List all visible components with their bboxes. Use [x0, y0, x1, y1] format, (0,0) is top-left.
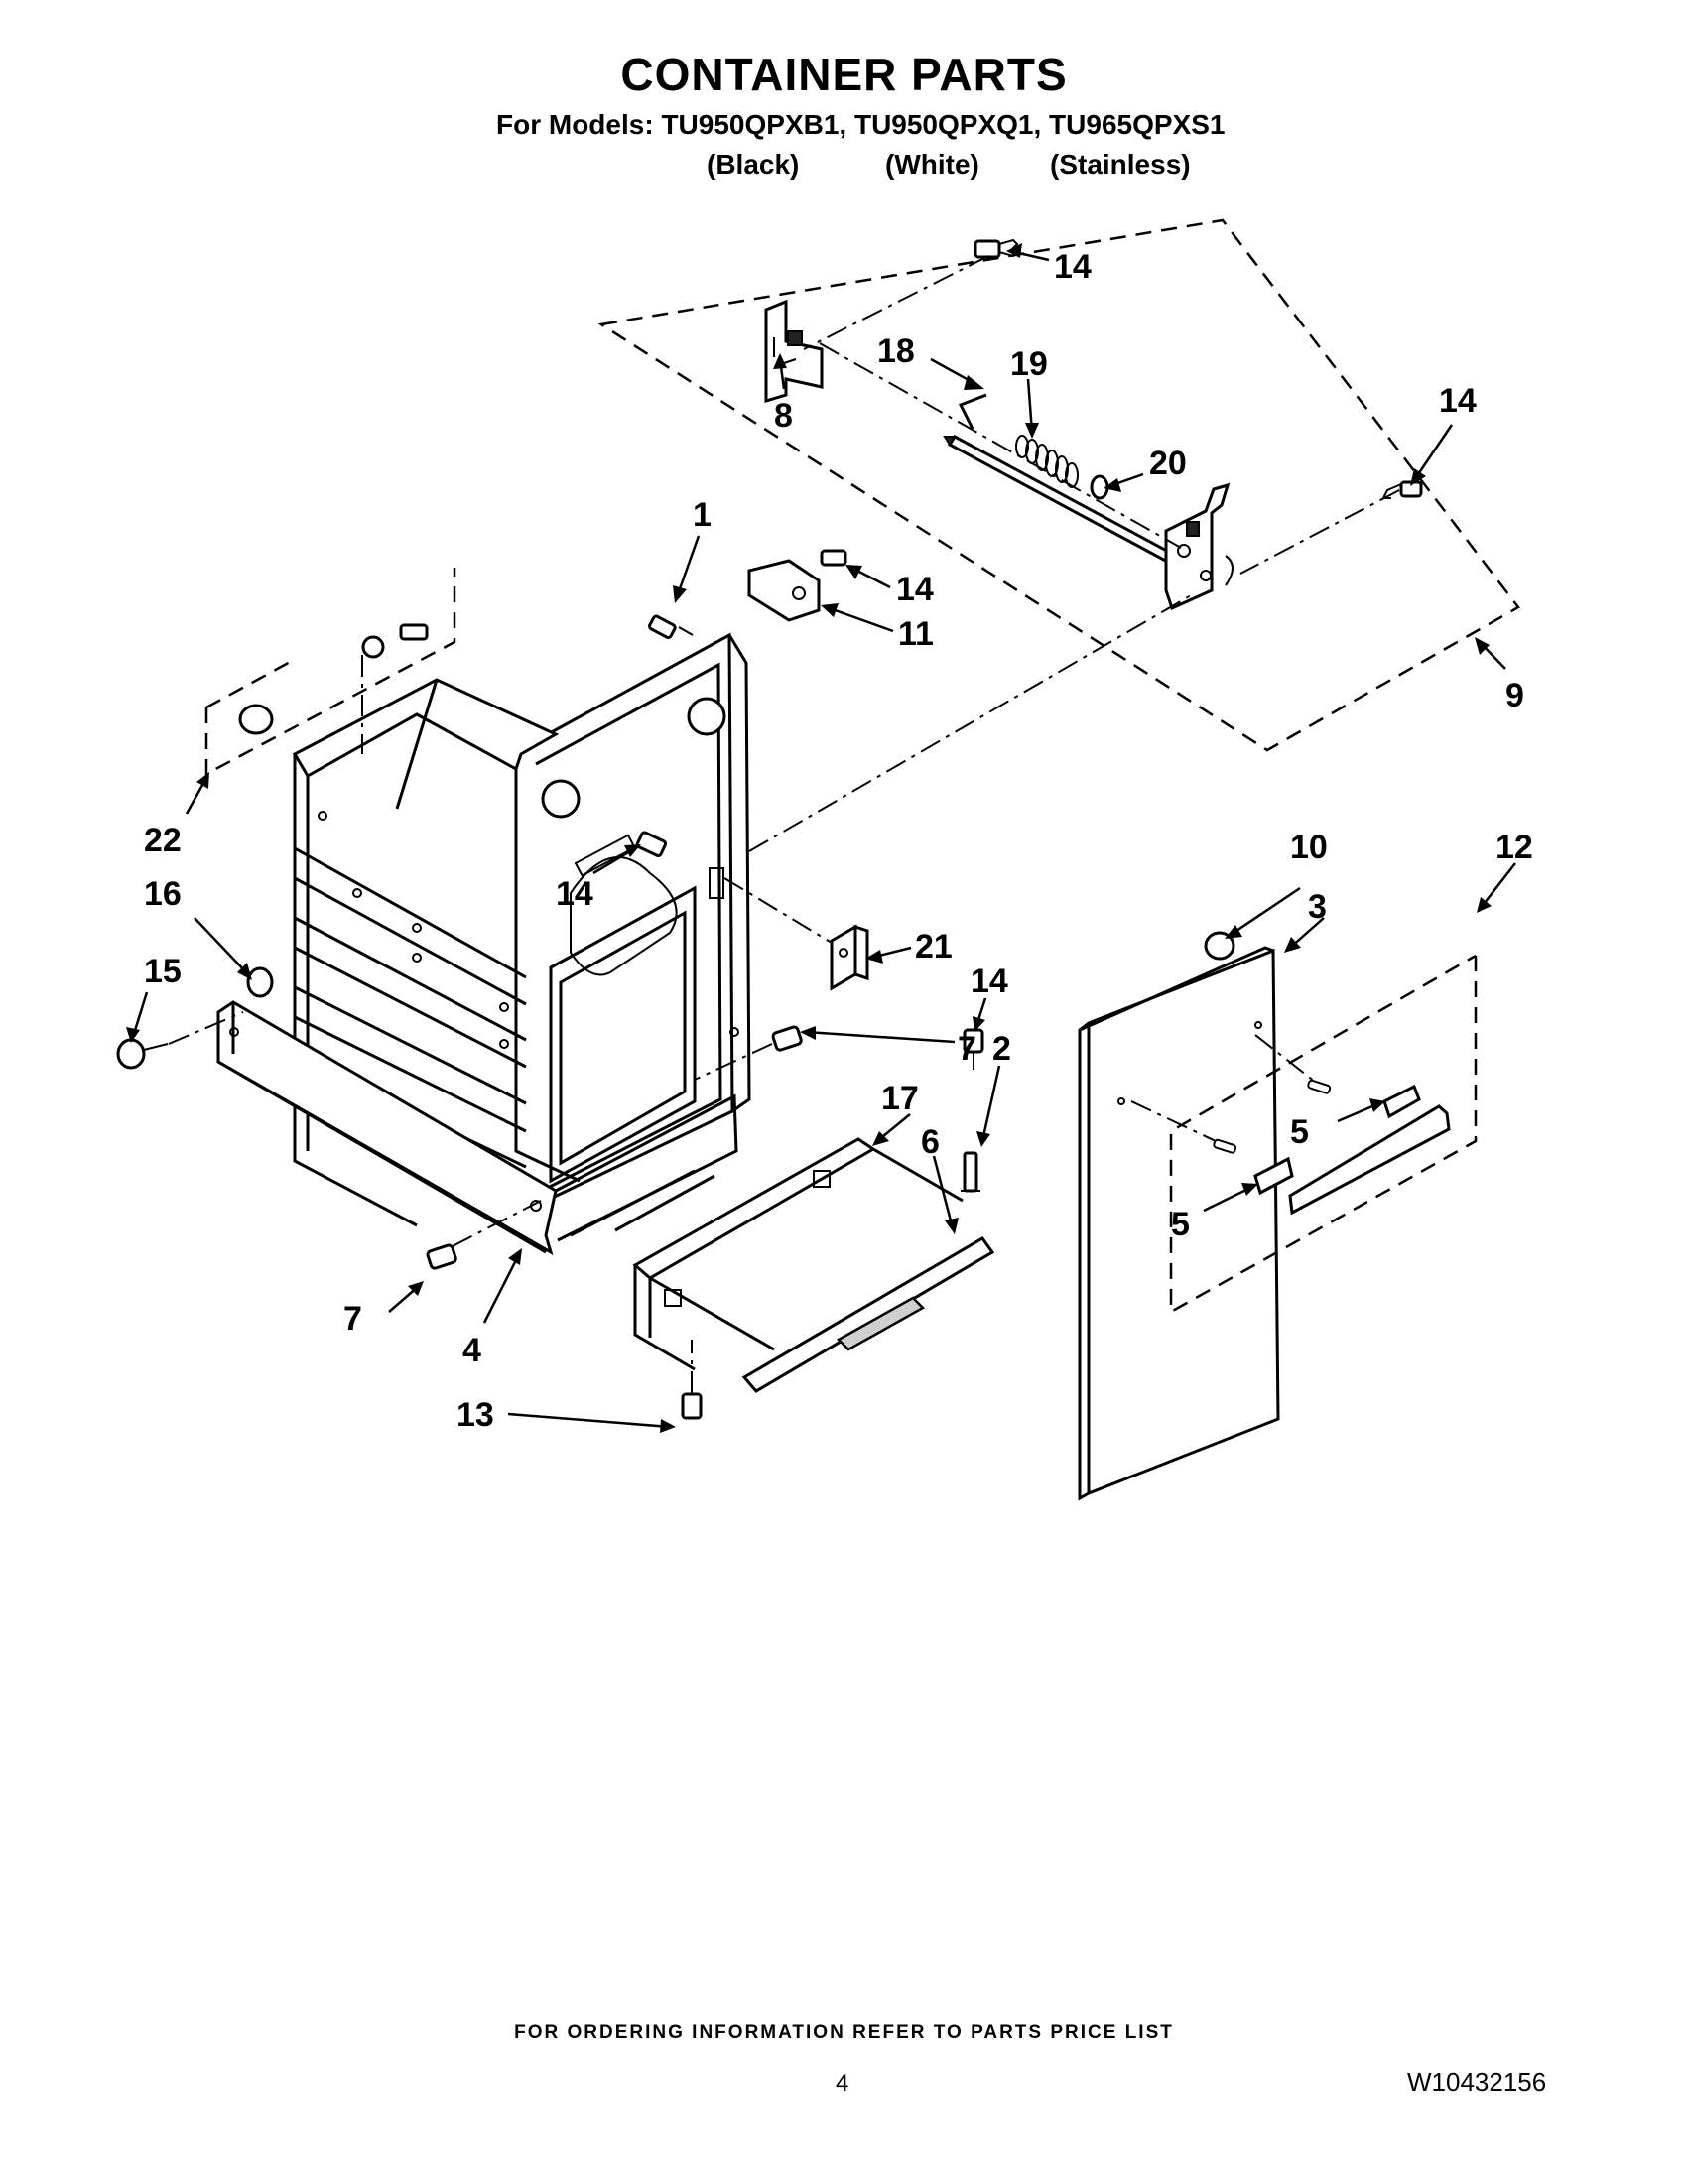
callout-11: 11	[898, 615, 934, 653]
ordering-note: FOR ORDERING INFORMATION REFER TO PARTS …	[514, 2022, 1174, 2043]
callout-4: 4	[462, 1332, 481, 1369]
color-stainless: (Stainless)	[1050, 149, 1191, 180]
leader-arrows	[126, 243, 1516, 1433]
callout-7-right: 7	[958, 1030, 976, 1068]
callout-14-hinge: 14	[896, 571, 934, 608]
hinge-plate	[1164, 482, 1234, 611]
callout-8: 8	[774, 397, 793, 435]
clip-2	[961, 1151, 980, 1193]
callout-9: 9	[1505, 677, 1524, 714]
page-title: CONTAINER PARTS	[620, 49, 1068, 100]
callout-20: 20	[1149, 445, 1187, 482]
callout-15: 15	[144, 953, 182, 990]
page-number: 4	[836, 2070, 849, 2097]
callout-14-lower: 14	[971, 963, 1008, 1000]
callout-16: 16	[144, 875, 182, 913]
bumper-10	[1204, 931, 1235, 961]
color-black: (Black)	[707, 149, 800, 180]
screw-14-lower	[963, 1028, 984, 1070]
hinge-11	[747, 549, 847, 622]
kickplate-6	[632, 1137, 995, 1393]
callout-22: 22	[144, 822, 182, 859]
callout-14-right: 14	[1439, 382, 1477, 420]
callout-17: 17	[881, 1080, 919, 1117]
bracket-21	[723, 877, 869, 991]
callout-5-upper: 5	[1290, 1113, 1309, 1151]
screw-13	[681, 1340, 703, 1420]
callout-19: 19	[1010, 345, 1048, 383]
screw-7-left	[426, 1200, 542, 1270]
callout-labels: 14 8 18 19 14 20 1 14 11 9 22 14 16 15 2…	[144, 248, 1533, 1434]
cap-group-22	[204, 568, 456, 777]
foot-16	[246, 966, 274, 998]
callout-12: 12	[1495, 829, 1533, 866]
callout-1: 1	[693, 496, 712, 534]
screw-14-top	[974, 238, 1019, 259]
hinge-bracket-8	[764, 299, 824, 404]
model-list: For Models: TU950QPXB1, TU950QPXQ1, TU96…	[496, 109, 1226, 140]
callout-10: 10	[1290, 829, 1328, 866]
hinge-assembly-group	[597, 218, 1520, 752]
screw-14-mid	[635, 831, 668, 858]
callout-21: 21	[915, 928, 953, 965]
handle-group-12	[1130, 954, 1478, 1315]
screw-1	[647, 614, 694, 640]
color-white: (White)	[885, 149, 979, 180]
assembly-line	[748, 594, 1192, 852]
screw-7-right	[694, 1025, 803, 1081]
callout-5-lower: 5	[1171, 1206, 1190, 1243]
spring-19	[1015, 435, 1079, 488]
callout-18: 18	[877, 332, 915, 370]
callout-13: 13	[456, 1396, 494, 1434]
callout-14-top: 14	[1054, 248, 1092, 286]
document-number: W10432156	[1407, 2067, 1547, 2097]
callout-6: 6	[921, 1123, 940, 1161]
callout-14-mid: 14	[556, 875, 593, 913]
callout-7-left: 7	[343, 1300, 362, 1338]
leveler-15	[116, 1011, 244, 1070]
door-3	[1078, 946, 1280, 1501]
cabinet-body	[216, 632, 751, 1256]
hinge-rod-18	[943, 393, 1179, 566]
callout-3: 3	[1308, 888, 1327, 926]
callout-2: 2	[992, 1030, 1011, 1068]
